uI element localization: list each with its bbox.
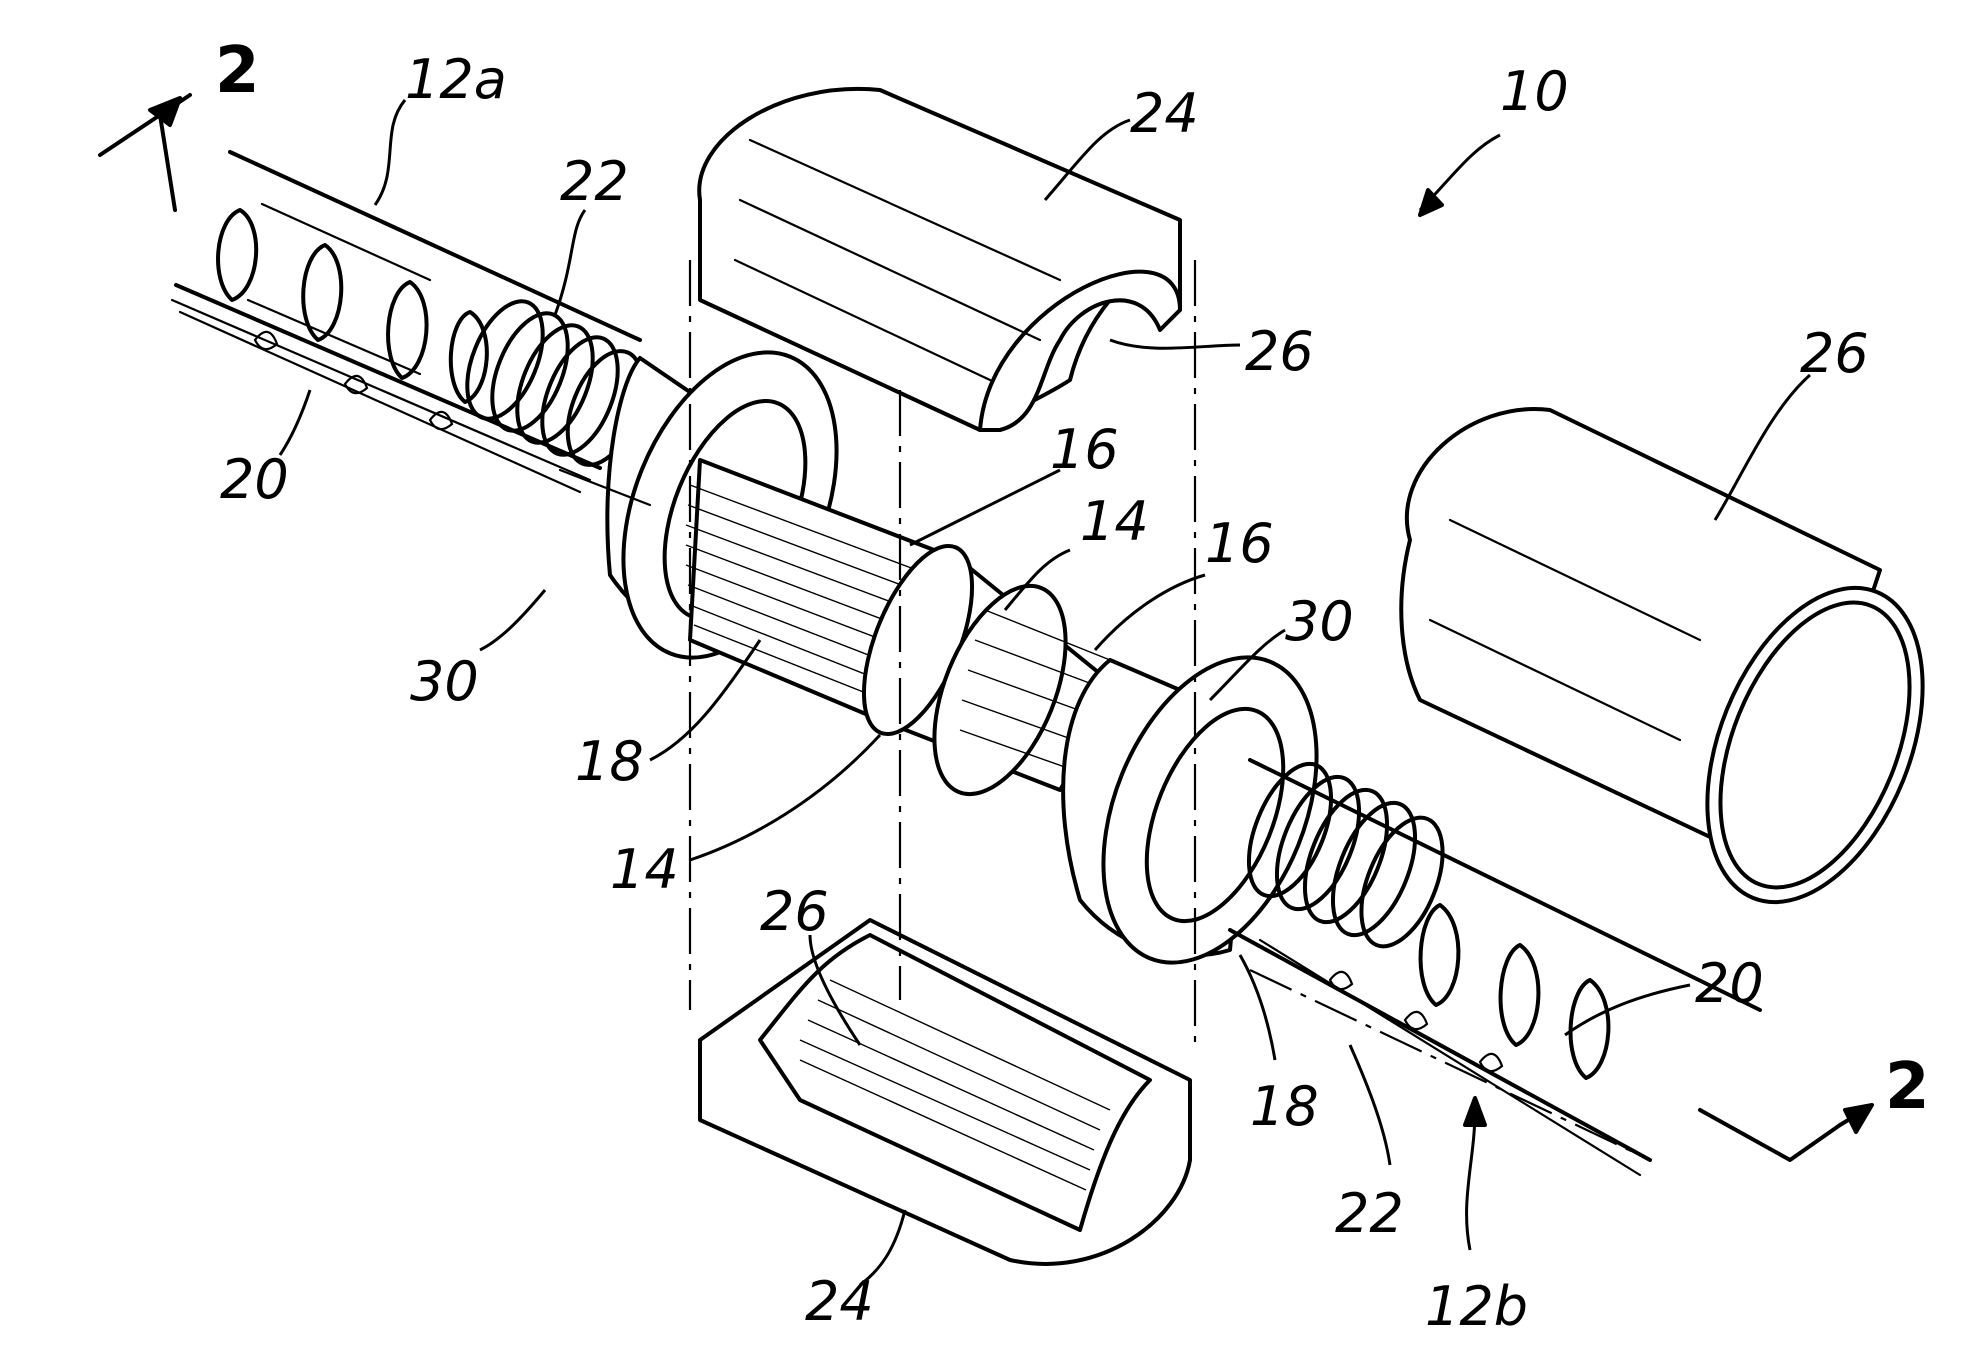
ref-label-20-left: 20 (220, 448, 289, 511)
nipple-body (686, 460, 1120, 813)
ref-24-bottom: 24 (805, 1210, 905, 1333)
ref-label-22-right: 22 (1335, 1182, 1404, 1245)
ref-22-right: 22 (1335, 1045, 1404, 1245)
ref-label-10: 10 (1500, 60, 1569, 123)
ref-label-22-left: 22 (560, 150, 629, 213)
ref-22-left: 22 (555, 150, 629, 315)
section-label-left: 2 (215, 34, 260, 108)
ref-label-12b: 12b (1425, 1275, 1528, 1338)
ref-10: 10 (1420, 60, 1569, 215)
ref-label-20-right: 20 (1695, 952, 1764, 1015)
ref-label-30-left: 30 (410, 650, 479, 713)
ref-30-left: 30 (410, 590, 545, 713)
ref-label-18-right: 18 (1250, 1075, 1319, 1138)
ref-26-top: 26 (1110, 320, 1314, 383)
ref-label-12a: 12a (405, 48, 507, 111)
pipe-12a-corrugations (218, 204, 487, 402)
ref-26-sleeve: 26 (1715, 322, 1869, 520)
ref-label-14-lower: 14 (610, 838, 679, 901)
ref-label-14-upper: 14 (1080, 490, 1149, 553)
ref-12b: 12b (1425, 1098, 1528, 1338)
ref-label-18-left: 18 (575, 730, 644, 793)
ref-label-26-bottom: 26 (760, 880, 829, 943)
section-marker-right: 2 (1700, 1050, 1930, 1160)
section-label-right: 2 (1885, 1050, 1930, 1124)
nut-30-right (1062, 626, 1358, 994)
section-marker-left: 2 (100, 34, 260, 210)
ref-label-26-sleeve: 26 (1800, 322, 1869, 385)
ref-label-30-right: 30 (1285, 590, 1354, 653)
ref-label-24-bottom: 24 (805, 1270, 874, 1333)
ref-20-left: 20 (220, 390, 310, 511)
sleeve-26 (1401, 409, 1965, 934)
ref-12a: 12a (375, 48, 507, 205)
ref-18-right: 18 (1240, 955, 1319, 1138)
clamp-24-bottom (700, 920, 1190, 1264)
ref-label-16-left: 16 (1050, 418, 1119, 481)
ref-label-16-right: 16 (1205, 512, 1274, 575)
ref-label-26-top: 26 (1245, 320, 1314, 383)
ref-18-left: 18 (575, 640, 760, 793)
ref-label-24-top: 24 (1130, 82, 1199, 145)
